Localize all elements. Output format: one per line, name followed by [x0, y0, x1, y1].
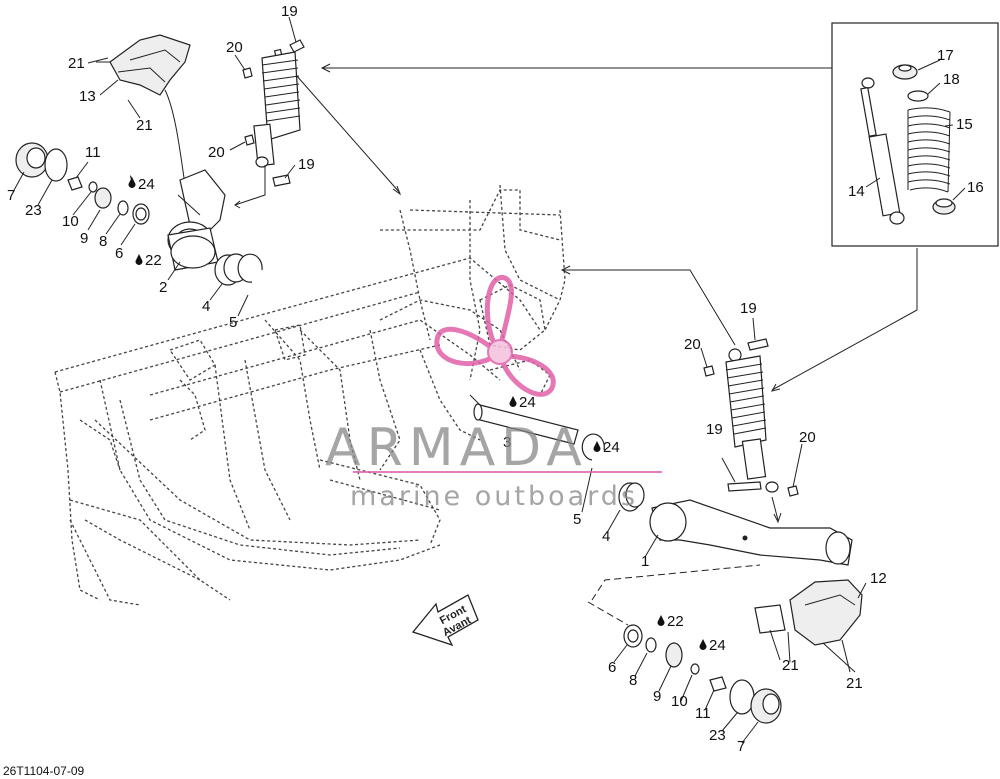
- callout-labels: 19 20 21 13 21 11 20 19 7 23 10 9 8 6 2 …: [3, 3, 984, 778]
- callout-6: 6: [115, 245, 123, 262]
- callout-7: 7: [7, 187, 15, 204]
- callout-20: 20: [799, 429, 816, 446]
- left-suspension-arm-assembly: [15, 34, 305, 286]
- callout-21: 21: [782, 657, 799, 674]
- callout-4: 4: [602, 528, 610, 545]
- shock-exploded-inset: [831, 22, 999, 247]
- callout-21: 21: [846, 675, 863, 692]
- callout-22: 22: [667, 613, 684, 630]
- callout-17: 17: [937, 47, 954, 64]
- grease-drop-icon: [128, 175, 136, 189]
- callout-24: 24: [138, 176, 155, 193]
- callout-22: 22: [145, 252, 162, 269]
- leader-lines: [12, 16, 966, 744]
- propeller-logo: [434, 275, 556, 397]
- grease-drop-icon: [593, 441, 601, 453]
- grease-drop-icon: [699, 639, 707, 651]
- callout-18: 18: [943, 71, 960, 88]
- callout-19: 19: [298, 156, 315, 173]
- callout-6: 6: [608, 659, 616, 676]
- callout-23: 23: [25, 202, 42, 219]
- callout-19: 19: [281, 3, 298, 20]
- callout-15: 15: [956, 116, 973, 133]
- callout-9: 9: [653, 688, 661, 705]
- callout-10: 10: [671, 693, 688, 710]
- callout-8: 8: [629, 672, 637, 689]
- callout-20: 20: [208, 144, 225, 161]
- callout-5: 5: [229, 314, 237, 331]
- callout-1: 1: [641, 553, 649, 570]
- callout-13: 13: [79, 88, 96, 105]
- callout-14: 14: [848, 183, 865, 200]
- right-suspension-arm-assembly: [473, 338, 863, 724]
- watermark-title: ARMADA: [325, 418, 588, 478]
- callout-11: 11: [85, 144, 101, 161]
- callout-24: 24: [519, 394, 536, 411]
- callout-20: 20: [226, 39, 243, 56]
- callout-24: 24: [603, 439, 620, 456]
- front-direction-arrow: Front Avant: [411, 594, 479, 647]
- callout-3: 3: [503, 434, 511, 451]
- callout-19: 19: [706, 421, 723, 438]
- callout-12: 12: [870, 570, 887, 587]
- callout-24: 24: [709, 637, 726, 654]
- callout-7: 7: [737, 738, 745, 755]
- watermark: ARMADA marine outboards: [325, 275, 662, 512]
- vehicle-frame: [54, 184, 566, 606]
- callout-23: 23: [709, 727, 726, 744]
- document-code: 26T1104-07-09: [3, 764, 84, 778]
- callout-20: 20: [684, 336, 701, 353]
- watermark-subtitle: marine outboards: [350, 481, 638, 512]
- callout-10: 10: [62, 213, 79, 230]
- callout-8: 8: [99, 233, 107, 250]
- callout-11: 11: [695, 705, 711, 722]
- callout-19: 19: [740, 300, 757, 317]
- grease-drop-icon: [509, 396, 517, 408]
- callout-2: 2: [159, 279, 167, 296]
- grease-drop-icon: [657, 615, 665, 627]
- callout-4: 4: [202, 298, 210, 315]
- callout-9: 9: [80, 230, 88, 247]
- callout-21: 21: [68, 55, 85, 72]
- callout-21: 21: [136, 117, 153, 134]
- callout-16: 16: [967, 179, 984, 196]
- grease-drop-icon: [135, 254, 143, 266]
- callout-5: 5: [573, 511, 581, 528]
